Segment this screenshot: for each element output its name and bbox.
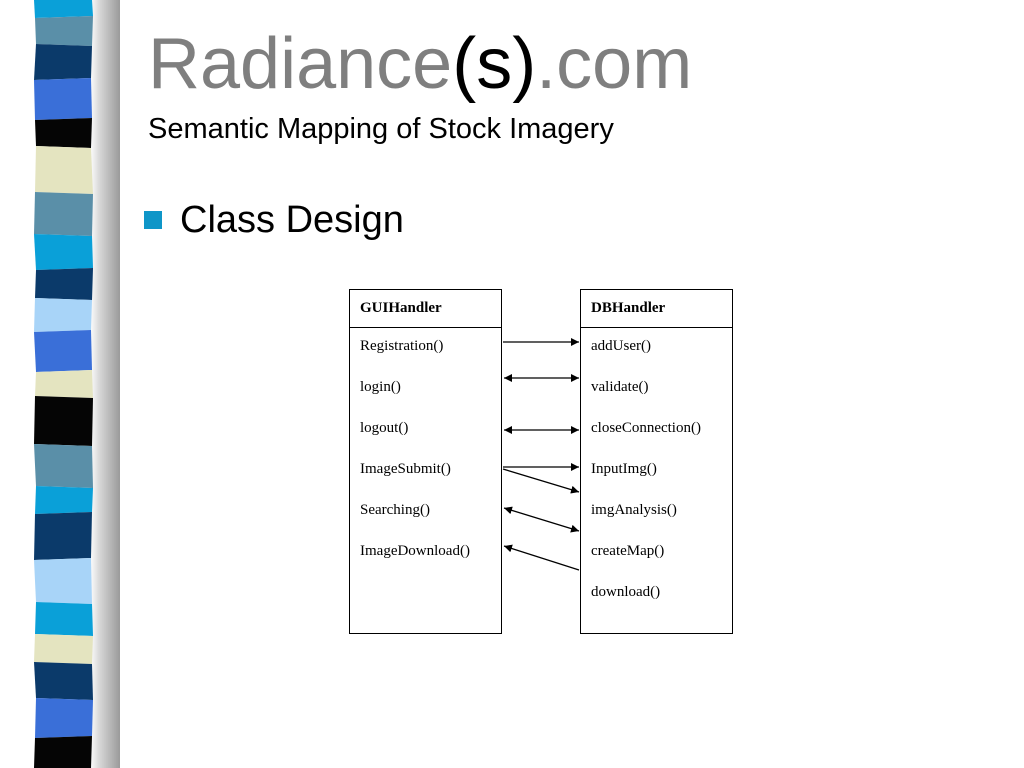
- arrow-imagesubmit-imganalysis: [502, 468, 580, 494]
- method-searching: Searching(): [360, 502, 430, 518]
- method-registration: Registration(): [360, 338, 444, 354]
- method-inputimg: InputImg(): [591, 461, 657, 477]
- strip-shadow: [90, 0, 120, 768]
- decorative-side-strip: [34, 0, 120, 768]
- bullet-text: Class Design: [180, 199, 404, 241]
- title-radiance: Radiance: [148, 24, 453, 104]
- slide-subtitle: Semantic Mapping of Stock Imagery: [148, 113, 614, 145]
- bullet-square-icon: [144, 211, 162, 229]
- method-imagesubmit: ImageSubmit(): [360, 461, 451, 477]
- method-adduser: addUser(): [591, 338, 651, 354]
- class-box-guihandler: GUIHandler Registration() login() logout…: [349, 289, 502, 634]
- strip-blocks: [34, 0, 93, 768]
- method-imagedownload: ImageDownload(): [360, 543, 470, 559]
- bullet-item: Class Design: [144, 196, 404, 244]
- title-plural-s: (s): [452, 24, 537, 104]
- method-login: login(): [360, 379, 401, 395]
- arrow-createmap-imagedownload: [503, 544, 580, 571]
- method-logout: logout(): [360, 420, 409, 436]
- method-imganalysis: imgAnalysis(): [591, 502, 677, 518]
- class-name-dbhandler: DBHandler: [581, 290, 732, 328]
- arrow-searching-imganalysis: [503, 506, 580, 533]
- method-download: download(): [591, 584, 661, 600]
- method-createmap: createMap(): [591, 543, 665, 559]
- class-name-guihandler: GUIHandler: [350, 290, 501, 328]
- class-box-dbhandler: DBHandler addUser() validate() closeConn…: [580, 289, 733, 634]
- slide-title: Radiance(s).com: [148, 20, 692, 108]
- method-validate: validate(): [591, 379, 649, 395]
- method-closeconnection: closeConnection(): [591, 420, 701, 436]
- title-dotcom: .com: [536, 24, 693, 104]
